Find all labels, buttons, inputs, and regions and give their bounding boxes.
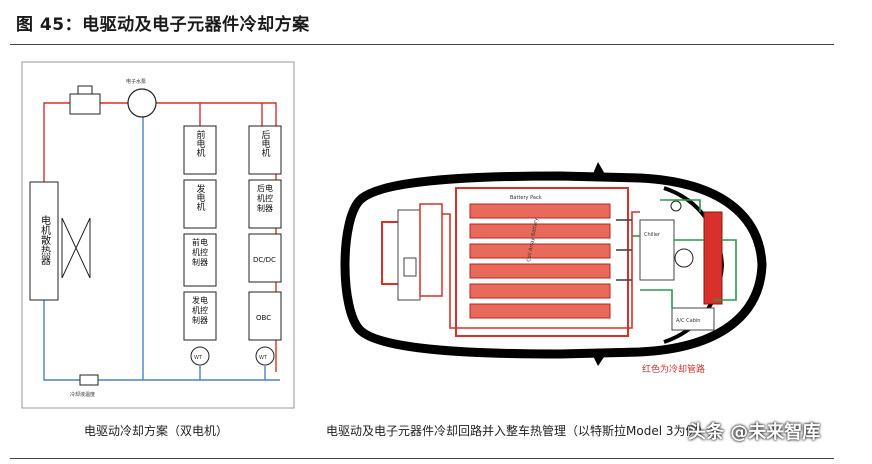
generator-label: 发电机 (194, 184, 205, 211)
svg-text:WT: WT (194, 355, 203, 361)
watermark: 头条 @未来智库 (688, 422, 821, 443)
rear-motor-label: 后电机 (259, 130, 270, 157)
front-motor-label: 前电机 (194, 130, 205, 157)
obc-label: OBC (256, 314, 271, 322)
svg-text:Chiller: Chiller (644, 232, 661, 238)
rear-ctrl-label: 后电机控制器 (257, 184, 273, 213)
bottom-rule (10, 458, 834, 459)
temp-valve (79, 374, 99, 386)
radiator-right (703, 211, 723, 305)
valve-label: 冷却液温度 (70, 391, 95, 398)
pump-label: 电子水泵 (126, 78, 146, 85)
fan-icon (61, 217, 91, 279)
coolant-pipes (442, 199, 737, 329)
svg-text:A/C Cabin: A/C Cabin (676, 318, 700, 324)
front-ctrl-label: 前电机控制器 (192, 238, 208, 267)
gen-ctrl-label: 发电机控制器 (192, 296, 208, 325)
legend-red: 红色为冷却管路 (642, 363, 705, 375)
top-rule (10, 44, 834, 45)
battery-cells (469, 203, 611, 319)
battery-label: Battery Pack (510, 195, 542, 201)
chiller (639, 219, 675, 281)
caption-right: 电驱动及电子元器件冷却回路并入整车热管理（以特斯拉Model 3为例） (326, 424, 710, 438)
rear-column: WT (248, 125, 282, 366)
left-cooling-diagram: 电子水泵 电机散热器 冷却液温度 WT 前电机 发电机 前电机控制器 发电机控制… (21, 61, 295, 409)
figure-title: 图 45：电驱动及电子元器件冷却方案 (16, 15, 310, 35)
pump-icon (127, 88, 157, 118)
caption-left: 电驱动冷却方案（双电机） (84, 424, 229, 438)
right-thermal-diagram: Battery Pack Cell Array Battery Chiller … (340, 162, 767, 375)
radiator-label: 电机散热器 (38, 215, 50, 265)
radiator (29, 181, 59, 301)
left-frame (21, 61, 295, 409)
dcdc-label: DC/DC (253, 256, 276, 264)
svg-text:WT: WT (259, 355, 268, 361)
front-column: WT (183, 125, 217, 366)
reservoir (69, 93, 101, 115)
